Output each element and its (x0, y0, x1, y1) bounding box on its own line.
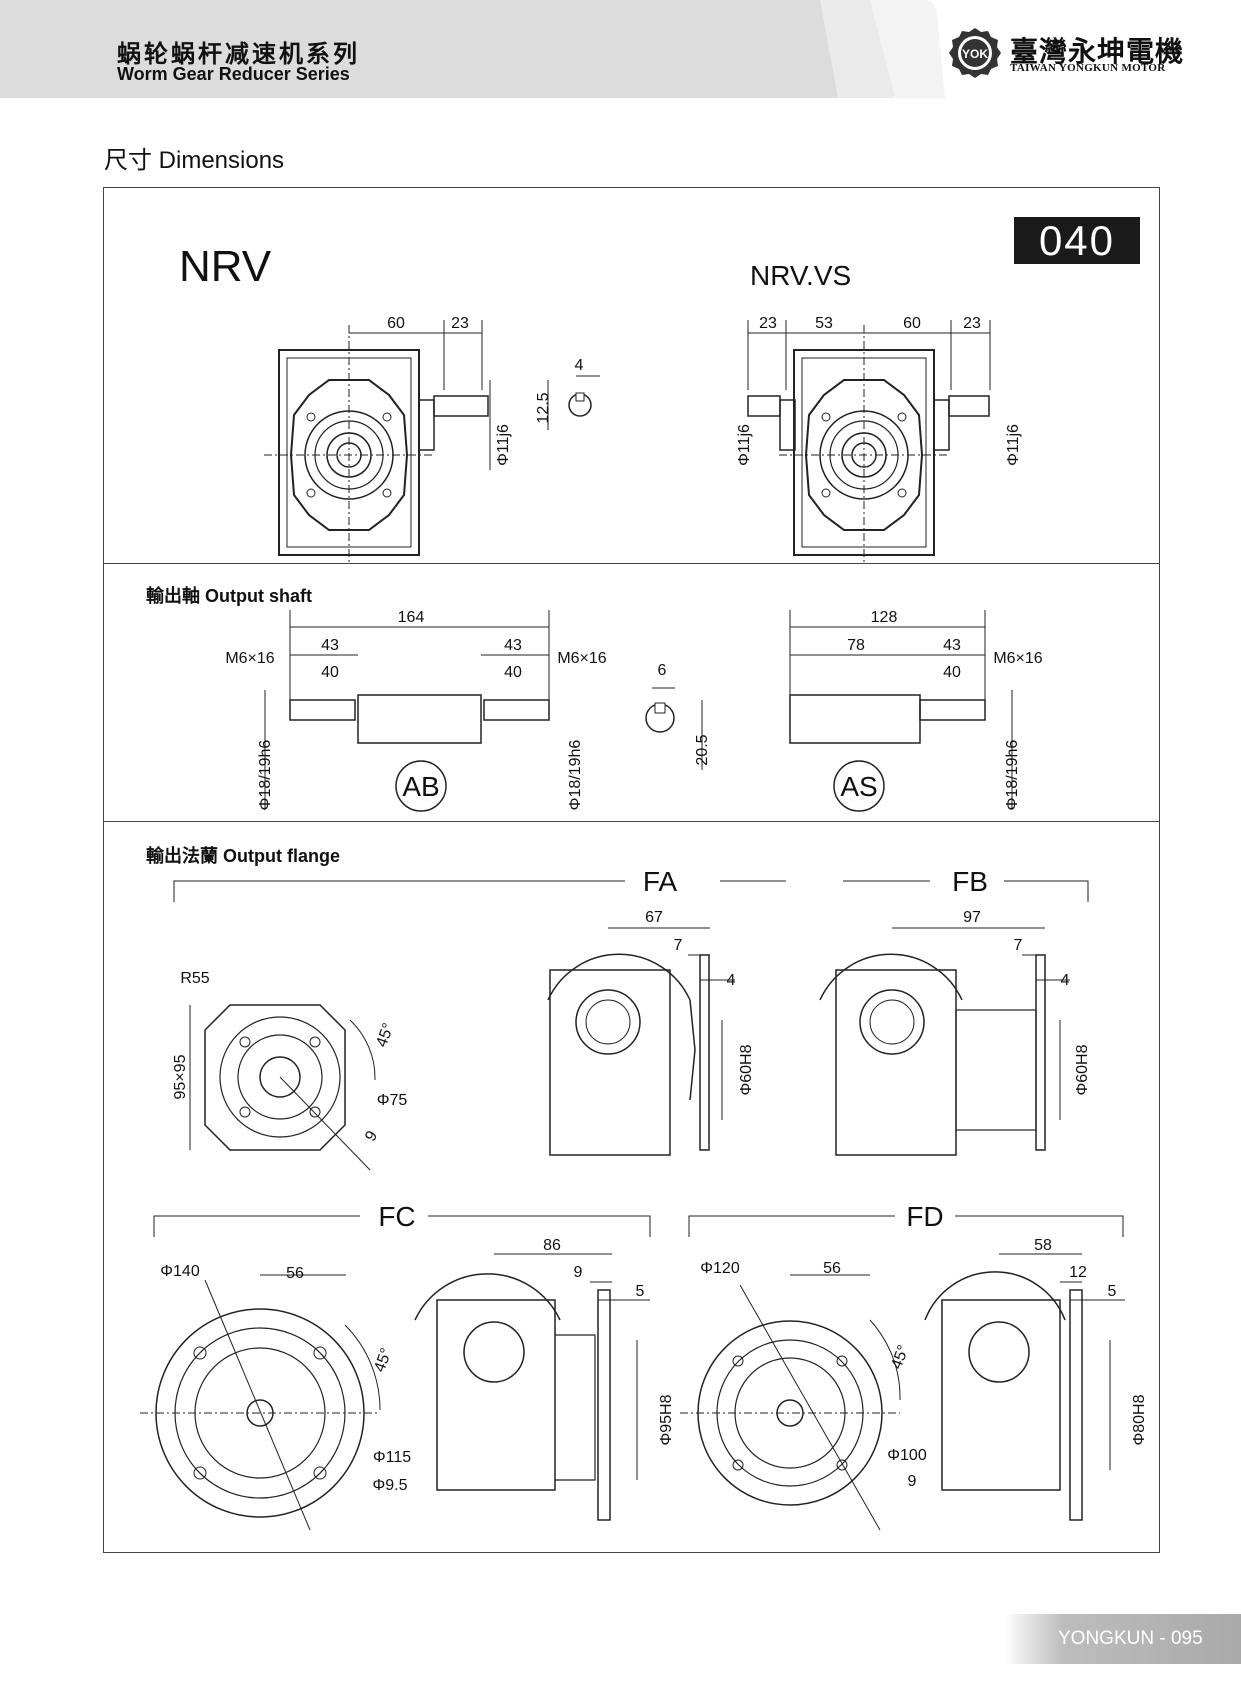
yongkun-logo: YOK (949, 28, 1001, 78)
as-dim-40: 40 (943, 664, 961, 681)
fc-length: 86 (543, 1237, 561, 1254)
nrvvs-dim-23a: 23 (759, 315, 777, 332)
nrvvs-label: NRV.VS (750, 260, 852, 291)
fd-dim-b: 5 (1108, 1283, 1117, 1300)
fa-side-drawing: 67 7 4 Φ60H8 (547, 909, 755, 1156)
ab-right-40: 40 (504, 664, 522, 681)
nrv-shaft-dia: Φ11j6 (495, 424, 512, 466)
fd-hole: 9 (908, 1473, 917, 1490)
ab-tag: AB (402, 771, 439, 802)
fa-spigot: Φ60H8 (738, 1044, 755, 1095)
fc-pcd: Φ115 (373, 1449, 411, 1466)
fb-dim-b: 4 (1061, 972, 1070, 989)
nrvvs-dim-60: 60 (903, 315, 921, 332)
page-footer: YONGKUN - 095 (1004, 1614, 1241, 1664)
logo-text: YOK (962, 47, 988, 61)
input-key-width: 4 (575, 357, 584, 374)
square-flange-size: 95×95 (172, 1054, 189, 1099)
output-shaft-as-drawing: 128 78 43 40 M6×16 Φ18/19h6 AS (789, 609, 1043, 812)
brand-name-cn: 臺灣永坤電機 (1010, 36, 1185, 67)
output-key-drawing: 6 20.5 (645, 662, 711, 770)
nrv-drawing: 60 23 Φ11j6 (263, 315, 512, 566)
output-key-height: 20.5 (694, 734, 711, 765)
nrv-dim-23: 23 (451, 315, 469, 332)
as-dim-43: 43 (943, 637, 961, 654)
nrv-label: NRV (179, 242, 272, 291)
fd-spigot: Φ80H8 (1131, 1394, 1148, 1445)
fc-label: FC (378, 1201, 415, 1232)
fb-spigot: Φ60H8 (1074, 1044, 1091, 1095)
fc-front-drawing: Φ140 56 45° Φ115 Φ9.5 (140, 1263, 411, 1531)
fd-side-drawing: 58 12 5 Φ80H8 (924, 1237, 1148, 1521)
header-band (0, 0, 945, 98)
output-flange-title: 輸出法蘭 Output flange (146, 846, 340, 866)
ab-total-length: 164 (398, 609, 425, 626)
nrvvs-drawing: 23 53 60 23 Φ11j6 Φ11j6 (736, 315, 1022, 566)
series-title-cn: 蜗轮蜗杆减速机系列 (117, 41, 360, 68)
as-dim-78: 78 (847, 637, 865, 654)
nrvvs-shaft-dia-left: Φ11j6 (736, 424, 753, 466)
fc-offset: 56 (286, 1265, 304, 1282)
as-thread: M6×16 (993, 650, 1042, 667)
as-dia: Φ18/19h6 (1004, 740, 1021, 811)
page-number: YONGKUN - 095 (1058, 1628, 1203, 1649)
series-title-en: Worm Gear Reducer Series (117, 64, 350, 84)
fd-offset: 56 (823, 1260, 841, 1277)
fa-label: FA (643, 866, 678, 897)
fb-dim-a: 7 (1014, 937, 1023, 954)
flange-group-labels: FA FB FC FD (153, 866, 1124, 1237)
model-code-badge: 040 (1014, 217, 1140, 264)
square-flange-pcd: Φ75 (377, 1092, 408, 1109)
fb-side-drawing: 97 7 4 Φ60H8 (819, 909, 1091, 1156)
output-shaft-ab-drawing: 164 43 43 40 40 M6×16 M6×16 Φ18/19h6 Φ18… (225, 609, 607, 812)
nrvvs-shaft-dia-right: Φ11j6 (1005, 424, 1022, 466)
as-tag: AS (840, 771, 877, 802)
section-title: 尺寸 Dimensions (104, 147, 285, 174)
fa-dim-a: 7 (674, 937, 683, 954)
square-flange-angle: 45° (373, 1021, 397, 1050)
as-total-length: 128 (871, 609, 898, 626)
brand-name-en: TAIWAN YONGKUN MOTOR (1010, 62, 1166, 74)
fc-dim-a: 9 (574, 1264, 583, 1281)
input-key-drawing: 4 12.5 (535, 357, 600, 430)
fb-label: FB (952, 866, 988, 897)
fc-outer-dia: Φ140 (160, 1263, 200, 1280)
fd-dim-a: 12 (1069, 1264, 1087, 1281)
fc-angle: 45° (371, 1346, 395, 1375)
fd-angle: 45° (888, 1343, 912, 1372)
dimension-frame (103, 187, 1160, 1553)
nrvvs-dim-23b: 23 (963, 315, 981, 332)
input-key-height: 12.5 (535, 392, 552, 423)
ab-thread-right: M6×16 (557, 650, 606, 667)
fd-length: 58 (1034, 1237, 1052, 1254)
output-shaft-title: 輸出軸 Output shaft (146, 586, 312, 606)
fd-front-drawing: Φ120 56 45° Φ100 9 (680, 1260, 927, 1531)
fa-dim-b: 4 (727, 972, 736, 989)
nrvvs-dim-53: 53 (815, 315, 833, 332)
fc-dim-b: 5 (636, 1283, 645, 1300)
fc-side-drawing: 86 9 5 Φ95H8 (414, 1237, 675, 1521)
fd-outer-dia: Φ120 (700, 1260, 740, 1277)
ab-left-43: 43 (321, 637, 339, 654)
output-key-width: 6 (658, 662, 667, 679)
nrv-dim-60: 60 (387, 315, 405, 332)
section-divider-2 (103, 821, 1160, 822)
fc-hole: Φ9.5 (372, 1477, 407, 1494)
fd-label: FD (906, 1201, 943, 1232)
section-divider-1 (103, 563, 1160, 564)
square-flange-radius: R55 (180, 970, 209, 987)
ab-thread-left: M6×16 (225, 650, 274, 667)
square-flange-hole: 9 (362, 1128, 381, 1144)
ab-right-43: 43 (504, 637, 522, 654)
ab-left-40: 40 (321, 664, 339, 681)
fa-length: 67 (645, 909, 663, 926)
ab-dia-left: Φ18/19h6 (257, 740, 274, 811)
ab-dia-right: Φ18/19h6 (567, 740, 584, 811)
square-flange-drawing: R55 95×95 45° Φ75 9 (172, 970, 408, 1171)
fd-pcd: Φ100 (887, 1447, 927, 1464)
fb-length: 97 (963, 909, 981, 926)
fc-spigot: Φ95H8 (658, 1394, 675, 1445)
